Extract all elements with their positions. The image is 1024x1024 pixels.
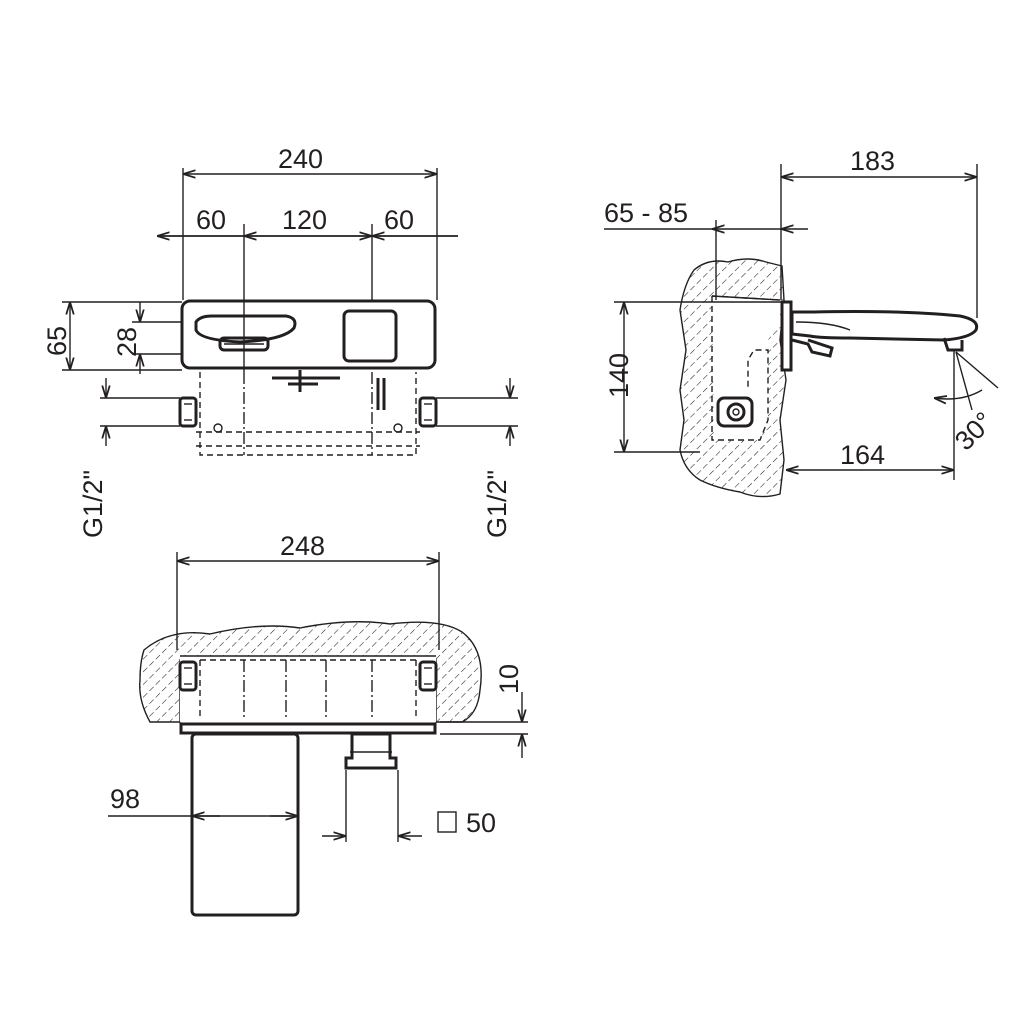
dim-65: 65: [42, 326, 72, 356]
top-view: 248 10 98: [108, 531, 528, 917]
dim-50: 50: [466, 808, 496, 838]
dim-g12-right: G1/2": [482, 470, 512, 538]
dim-248: 248: [280, 531, 325, 561]
side-view: 183 65 - 85 140 164 30°: [604, 146, 999, 498]
top-wall: [139, 621, 482, 723]
dim-65-85: 65 - 85: [604, 198, 688, 228]
top-spout: [190, 732, 300, 917]
front-view: 240 60 120 60 65 28: [42, 144, 518, 538]
dim-120: 120: [282, 205, 327, 235]
dim-10: 10: [494, 664, 524, 694]
top-plate: [179, 722, 437, 735]
dim-140: 140: [604, 353, 634, 398]
dim-30-deg: 30°: [949, 406, 999, 456]
square-symbol-icon: [437, 811, 457, 833]
side-plate: [780, 300, 793, 372]
side-spout: [790, 310, 979, 342]
dim-164: 164: [840, 440, 885, 470]
dim-28: 28: [112, 327, 142, 357]
dim-60-left: 60: [196, 205, 226, 235]
top-handle: [344, 732, 398, 770]
dim-g12-left: G1/2": [78, 470, 108, 538]
dim-240: 240: [278, 144, 323, 174]
dim-183: 183: [850, 146, 895, 176]
dim-98: 98: [110, 784, 140, 814]
spout-opening: [194, 314, 297, 344]
handle-square: [342, 309, 398, 363]
dim-60-right: 60: [384, 205, 414, 235]
